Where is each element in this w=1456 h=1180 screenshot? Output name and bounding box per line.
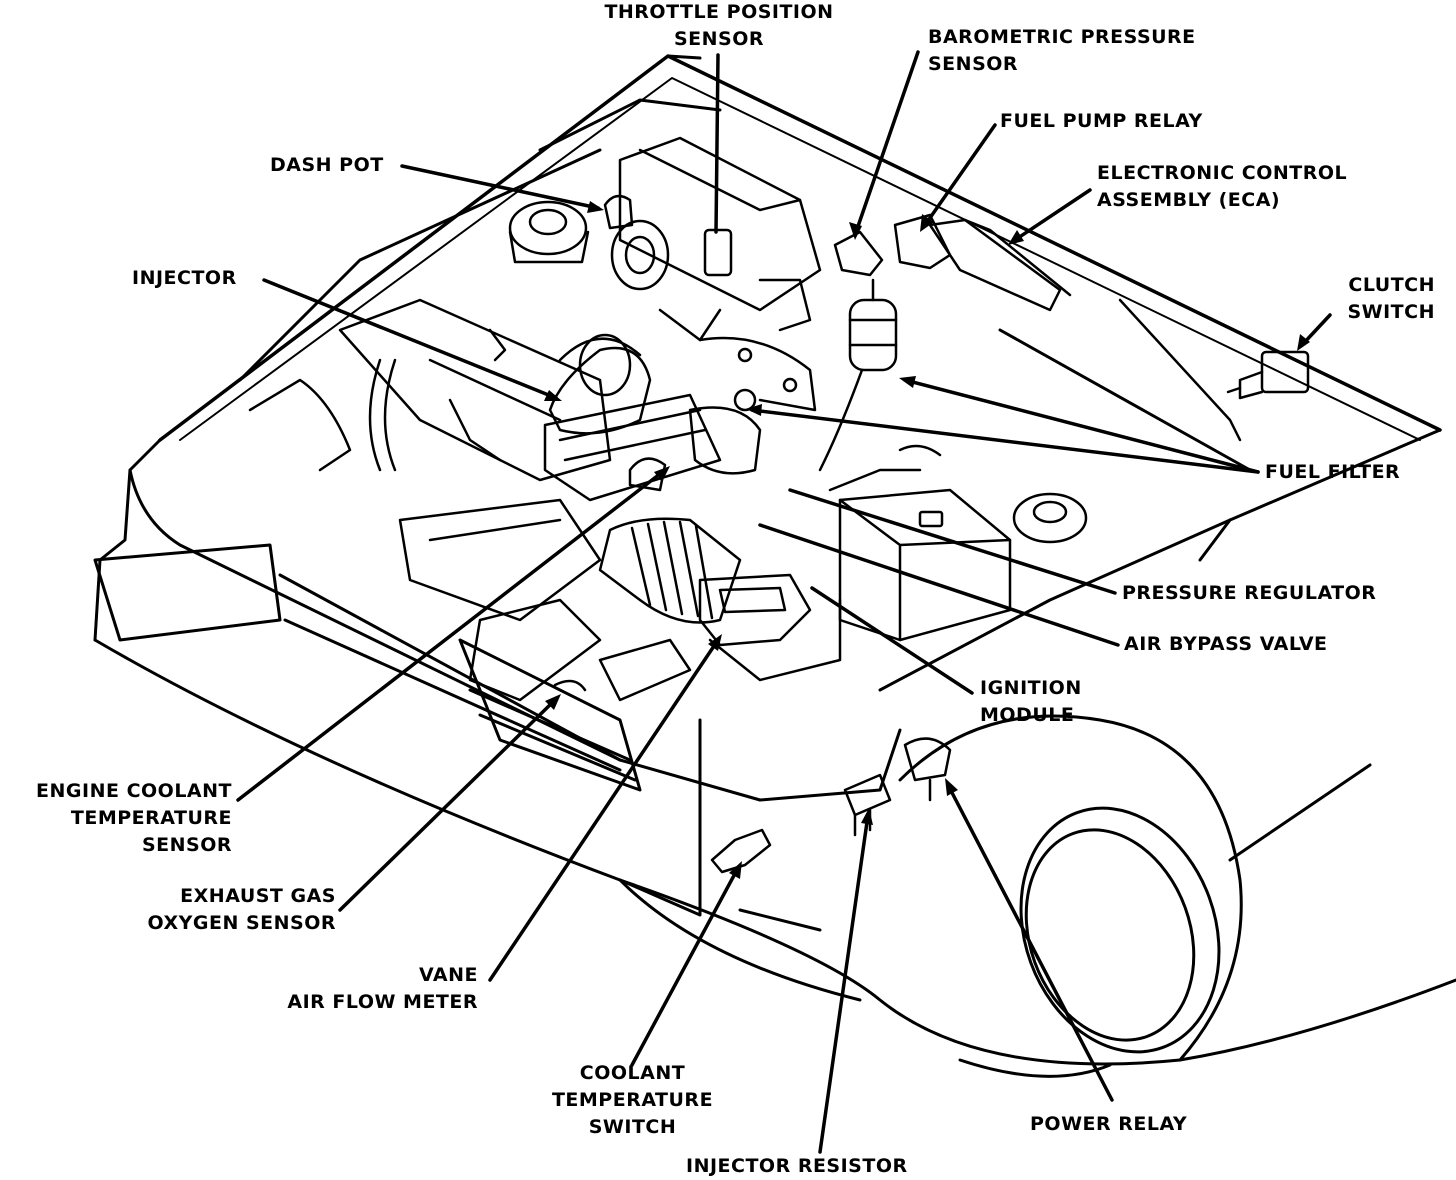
engine-components — [248, 136, 1310, 874]
label-injector-resistor: INJECTOR RESISTOR — [686, 1155, 908, 1177]
label-exhaust-gas-oxygen-sensor: EXHAUST GAS OXYGEN SENSOR — [147, 885, 336, 934]
label-vane-air-flow-meter: VANE AIR FLOW METER — [287, 964, 478, 1013]
leader-fuel-filter-a — [903, 378, 1260, 474]
leader-lines — [236, 50, 1332, 1154]
label-dash-pot: DASH POT — [270, 154, 384, 176]
leader-pressure-regulator — [788, 488, 1117, 595]
leader-injector — [262, 278, 558, 400]
leader-engine-coolant-temp — [236, 468, 667, 802]
leader-coolant-temp-switch — [630, 866, 740, 1067]
leader-ego-sensor — [338, 698, 557, 912]
leader-fuel-filter-b — [750, 408, 1260, 474]
label-barometric-pressure-sensor: BAROMETRIC PRESSURE SENSOR — [928, 26, 1196, 75]
label-ignition-module: IGNITION MODULE — [980, 677, 1082, 726]
leader-eca — [1013, 188, 1092, 242]
leader-vane-air-flow-meter — [488, 638, 720, 982]
label-electronic-control-assembly: ELECTRONIC CONTROL ASSEMBLY (ECA) — [1097, 162, 1348, 211]
label-injector: INJECTOR — [132, 267, 237, 289]
label-clutch-switch: CLUTCH SWITCH — [1347, 274, 1435, 323]
leader-fuel-pump-relay — [923, 123, 997, 227]
leader-power-relay — [946, 783, 1114, 1102]
leader-dash-pot — [400, 164, 600, 210]
label-throttle-position-sensor: THROTTLE POSITION SENSOR — [604, 1, 834, 50]
car-body — [93, 54, 1456, 1078]
label-fuel-pump-relay: FUEL PUMP RELAY — [1000, 110, 1203, 132]
leader-barometric-pressure-sensor — [853, 50, 920, 237]
leader-air-bypass-valve — [758, 523, 1120, 647]
label-air-bypass-valve: AIR BYPASS VALVE — [1124, 633, 1328, 655]
label-power-relay: POWER RELAY — [1030, 1113, 1188, 1135]
label-pressure-regulator: PRESSURE REGULATOR — [1122, 582, 1377, 604]
label-fuel-filter: FUEL FILTER — [1265, 461, 1401, 483]
label-coolant-temperature-switch: COOLANT TEMPERATURE SWITCH — [551, 1062, 714, 1138]
label-engine-coolant-temperature-sensor: ENGINE COOLANT TEMPERATURE SENSOR — [36, 780, 232, 856]
leader-ignition-module — [810, 586, 974, 695]
leader-injector-resistor — [818, 813, 870, 1154]
leader-throttle-position-sensor — [714, 53, 720, 234]
